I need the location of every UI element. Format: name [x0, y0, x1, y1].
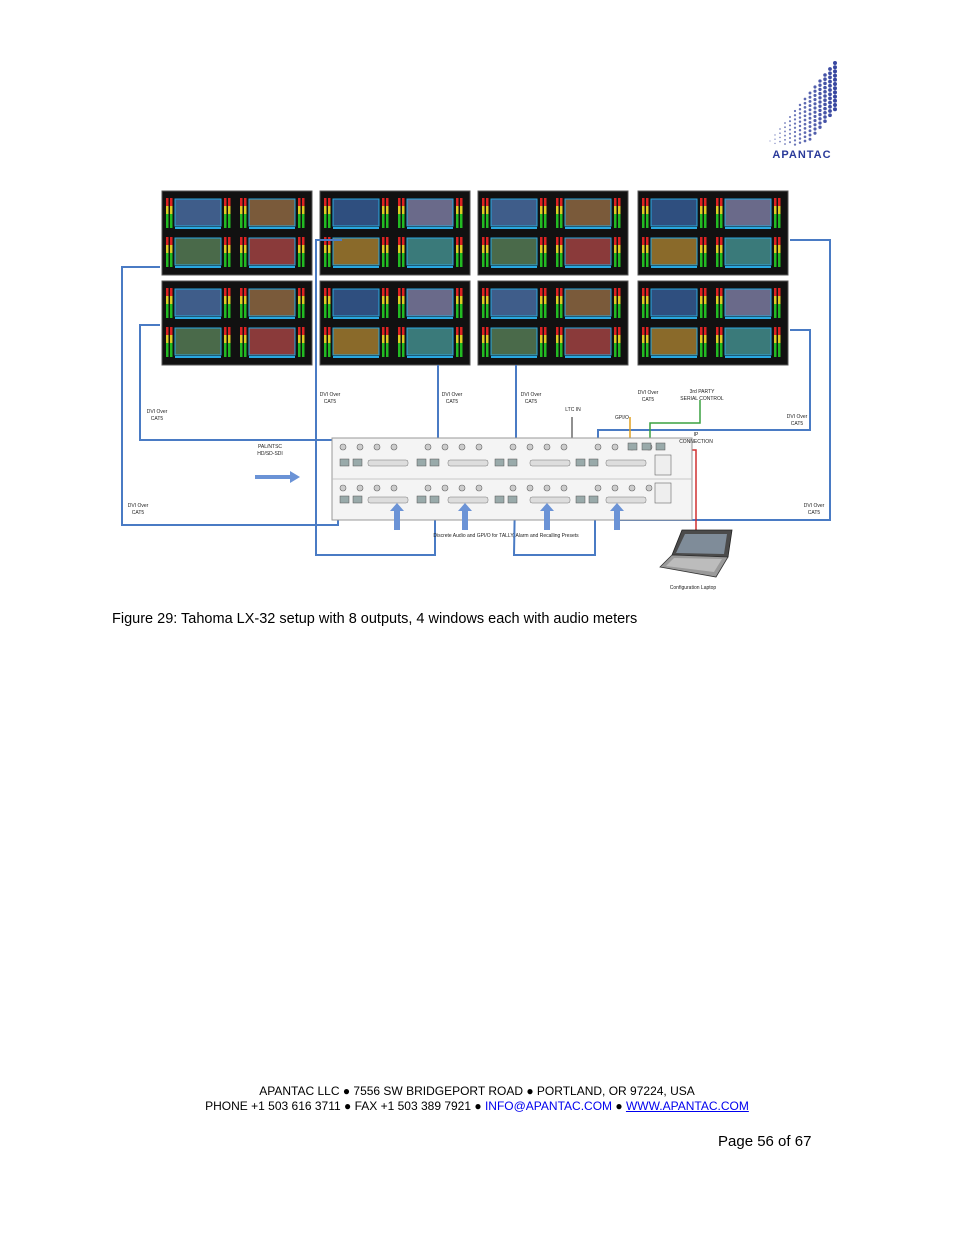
- audio-arrow-2: [458, 503, 472, 530]
- footer-separator: ●: [612, 1099, 626, 1113]
- tahoma-chassis: [331, 437, 693, 521]
- monitor-output-4: [637, 190, 789, 276]
- audio-arrow-4: [610, 503, 624, 530]
- cable-m1: [315, 239, 436, 556]
- label-pal-1: PAL/NTSC: [258, 444, 282, 450]
- label-serial-2: SERIAL CONTROL: [680, 396, 724, 402]
- configuration-laptop-image: [659, 529, 733, 578]
- label-dvi-right-bottom-1: DVI Over: [804, 503, 825, 509]
- label-dvi-m3-1: DVI Over: [521, 392, 542, 398]
- label-dvi-m4-1: DVI Over: [638, 390, 659, 396]
- page-number: Page 56 of 67: [718, 1133, 812, 1150]
- label-ip-1: IP: [694, 432, 699, 438]
- footer-email-link[interactable]: INFO@APANTAC.COM: [484, 1099, 613, 1113]
- apantac-logo: APANTAC: [760, 55, 842, 165]
- label-dvi-left-top-1: DVI Over: [147, 409, 168, 415]
- footer-phone-fax: PHONE +1 503 616 3711 ● FAX +1 503 389 7…: [205, 1099, 485, 1113]
- figure-caption: Figure 29: Tahoma LX-32 setup with 8 out…: [112, 611, 638, 627]
- label-dvi-left-top-2: CAT5: [151, 416, 164, 422]
- label-config-laptop: Configuration Laptop: [670, 585, 717, 591]
- monitor-output-1: [161, 190, 313, 276]
- label-dvi-right-bottom-2: CAT5: [808, 510, 821, 516]
- footer-contact: PHONE +1 503 616 3711 ● FAX +1 503 389 7…: [0, 1099, 954, 1113]
- label-dvi-left-bottom-1: DVI Over: [128, 503, 149, 509]
- monitor-output-2: [319, 190, 471, 276]
- monitor-output-5: [161, 280, 313, 366]
- label-serial-1: 3rd PARTY: [690, 389, 715, 395]
- monitor-output-7: [477, 280, 629, 366]
- logo-text: APANTAC: [772, 149, 831, 161]
- audio-arrow-1: [390, 503, 404, 530]
- label-dvi-m2-2: CAT5: [446, 399, 459, 405]
- footer-address: APANTAC LLC ● 7556 SW BRIDGEPORT ROAD ● …: [259, 1084, 695, 1098]
- label-dvi-m1-1: DVI Over: [320, 392, 341, 398]
- serial-cable: [649, 400, 701, 445]
- sdi-input-arrow: [255, 471, 300, 483]
- label-dvi-m4-2: CAT5: [642, 397, 655, 403]
- monitor-output-8: [637, 280, 789, 366]
- label-gpio: GPI/O: [615, 415, 629, 421]
- label-dvi-right-top-1: DVI Over: [787, 414, 808, 420]
- label-ip-2: CONNECTION: [679, 439, 713, 445]
- monitor-output-3: [477, 190, 629, 276]
- label-dvi-left-bottom-2: CAT5: [132, 510, 145, 516]
- label-ltc-in: LTC IN: [565, 407, 581, 413]
- label-dvi-m3-2: CAT5: [525, 399, 538, 405]
- label-dvi-m1-2: CAT5: [324, 399, 337, 405]
- cable-m4: [512, 494, 596, 556]
- label-dvi-m2-1: DVI Over: [442, 392, 463, 398]
- footer-website-link[interactable]: WWW.APANTAC.COM: [625, 1099, 749, 1113]
- monitor-output-6: [319, 280, 471, 366]
- audio-arrow-3: [540, 503, 554, 530]
- label-discrete-audio: Discrete Audio and GPI/O for TALLY, Alar…: [433, 533, 579, 539]
- label-pal-2: HD/SD-SDI: [257, 451, 283, 457]
- label-dvi-right-top-2: CAT5: [791, 421, 804, 427]
